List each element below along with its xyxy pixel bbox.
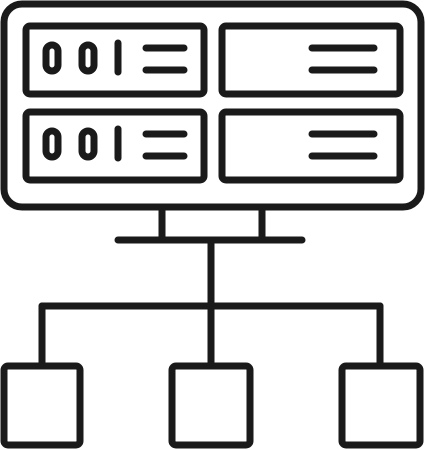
network-node-left <box>0 362 84 449</box>
server-unit-top-left <box>22 22 208 98</box>
server-unit-bottom-right <box>218 108 404 184</box>
vent-lines-top-right <box>308 44 378 74</box>
indicator-lights-bottom <box>42 125 122 162</box>
network-node-right <box>338 362 424 449</box>
network-connections <box>38 236 384 370</box>
vent-lines-top-left <box>142 44 188 74</box>
monitor-stand <box>114 203 306 244</box>
vent-lines-bottom-left <box>142 130 188 160</box>
server-unit-bottom-left <box>22 108 208 184</box>
server-unit-top-right <box>218 22 404 98</box>
indicator-lights-top <box>42 39 122 76</box>
vent-lines-bottom-right <box>308 130 378 160</box>
server-rack-frame <box>0 0 425 211</box>
network-node-center <box>168 362 254 449</box>
